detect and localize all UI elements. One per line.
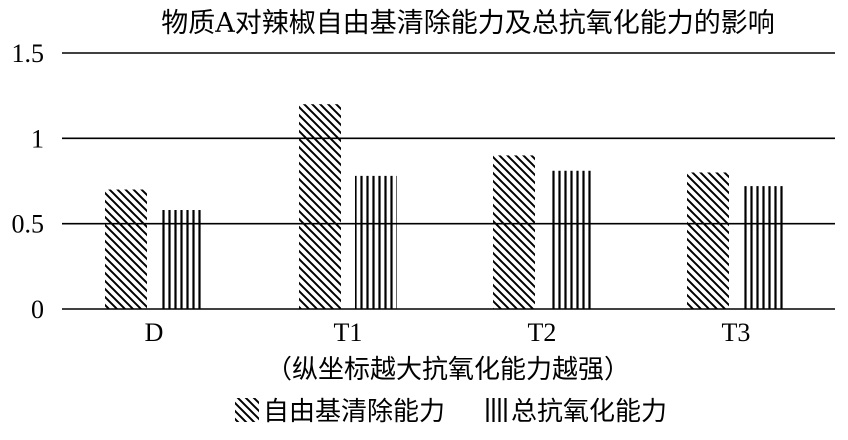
bar-T1-series-0 <box>299 104 341 309</box>
axis-note: （纵坐标越大抗氧化能力越强） <box>266 355 630 385</box>
y-axis-ticks: 0 0.5 1 1.5 <box>12 39 45 324</box>
legend-swatch-vertical <box>485 398 509 422</box>
x-axis-categories: D T1 T2 T3 <box>145 318 751 347</box>
y-tick-label-3: 1.5 <box>12 39 45 68</box>
y-tick-label-2: 1 <box>31 124 44 153</box>
legend-label-total-antioxidant: 总抗氧化能力 <box>511 397 667 427</box>
legend: 自由基清除能力 总抗氧化能力 <box>235 397 667 427</box>
bar-T1-series-1 <box>355 175 397 309</box>
bar-T3-series-1 <box>743 186 785 309</box>
bars <box>105 104 785 309</box>
category-label-T2: T2 <box>528 318 557 347</box>
bar-T2-series-0 <box>493 155 535 309</box>
category-label-D: D <box>145 318 164 347</box>
legend-swatch-diagonal <box>235 398 259 422</box>
category-label-T3: T3 <box>722 318 751 347</box>
y-tick-label-1: 0.5 <box>12 210 45 239</box>
bar-D-series-0 <box>105 189 147 309</box>
chart-title: 物质A对辣椒自由基清除能力及总抗氧化能力的影响 <box>161 8 775 39</box>
bar-T3-series-0 <box>687 172 729 309</box>
category-label-T1: T1 <box>334 318 363 347</box>
legend-label-radical-scavenging: 自由基清除能力 <box>263 397 445 427</box>
y-tick-label-0: 0 <box>31 295 44 324</box>
bar-T2-series-1 <box>549 170 591 309</box>
bar-D-series-1 <box>161 210 203 309</box>
